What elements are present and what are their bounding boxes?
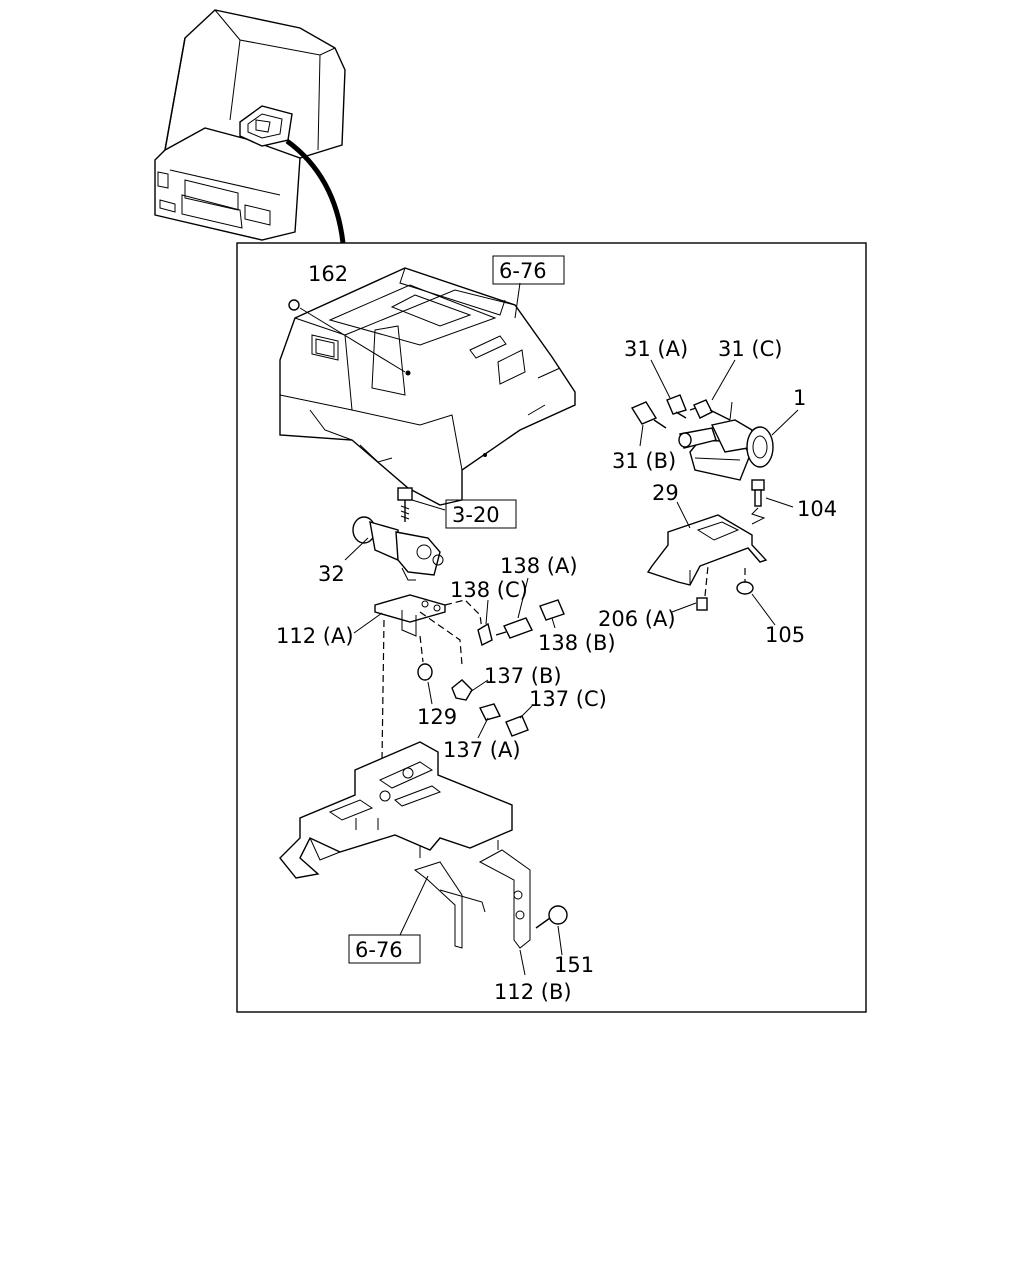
fitting-138a-part [495, 617, 533, 639]
callout-137a: 137 (A) [443, 738, 521, 762]
truck-cab-overview [154, 9, 346, 244]
fitting-138c-part [477, 622, 493, 647]
plug-162-part [288, 299, 300, 311]
callout-32: 32 [318, 562, 345, 586]
bolt-206a-part [696, 565, 709, 611]
bracket-112a-part [374, 594, 483, 666]
bolt-151-part [535, 905, 568, 929]
callout-6-76-bottom: 6-76 [355, 938, 403, 962]
fitting-137b-part [451, 679, 473, 701]
shift-unit-1-part [678, 401, 774, 481]
callout-112b: 112 (B) [494, 980, 572, 1004]
switch-31c-part [689, 399, 731, 421]
bracket-29-part [646, 514, 768, 586]
ref-box-3-20 [445, 499, 517, 529]
fitting-138b-part [539, 599, 565, 621]
callout-104: 104 [797, 497, 837, 521]
callout-129: 129 [417, 705, 457, 729]
callout-151: 151 [554, 953, 594, 977]
callout-112a: 112 (A) [276, 624, 354, 648]
callout-137c: 137 (C) [529, 687, 607, 711]
callout-162: 162 [308, 262, 348, 286]
bolt-104-part [751, 479, 766, 525]
callout-6-76-top: 6-76 [499, 259, 547, 283]
fitting-137a-part [478, 703, 502, 721]
engine-cover-part [279, 267, 576, 506]
bolt-3-20-part [397, 487, 413, 522]
ref-box-6-76-top [492, 255, 565, 285]
fitting-137c-part [505, 715, 529, 737]
base-bracket-part [279, 741, 531, 949]
detail-frame [236, 242, 867, 1013]
callout-138b: 138 (B) [538, 631, 616, 655]
callout-206a: 206 (A) [598, 607, 676, 631]
callout-1: 1 [793, 386, 806, 410]
callout-3-20: 3-20 [452, 503, 500, 527]
callout-31c: 31 (C) [718, 337, 782, 361]
callout-137b: 137 (B) [484, 664, 562, 688]
switch-31a-part [666, 394, 687, 419]
callout-138a: 138 (A) [500, 554, 578, 578]
callout-29: 29 [652, 481, 679, 505]
nut-105-part [736, 581, 754, 595]
valve-32-part [352, 516, 444, 581]
callout-31a: 31 (A) [624, 337, 688, 361]
ref-box-6-76-bottom [348, 934, 421, 964]
callout-31b: 31 (B) [612, 449, 676, 473]
nut-129-part [417, 663, 433, 681]
callout-105: 105 [765, 623, 805, 647]
callout-138c: 138 (C) [450, 578, 528, 602]
switch-31b-part [630, 401, 667, 429]
